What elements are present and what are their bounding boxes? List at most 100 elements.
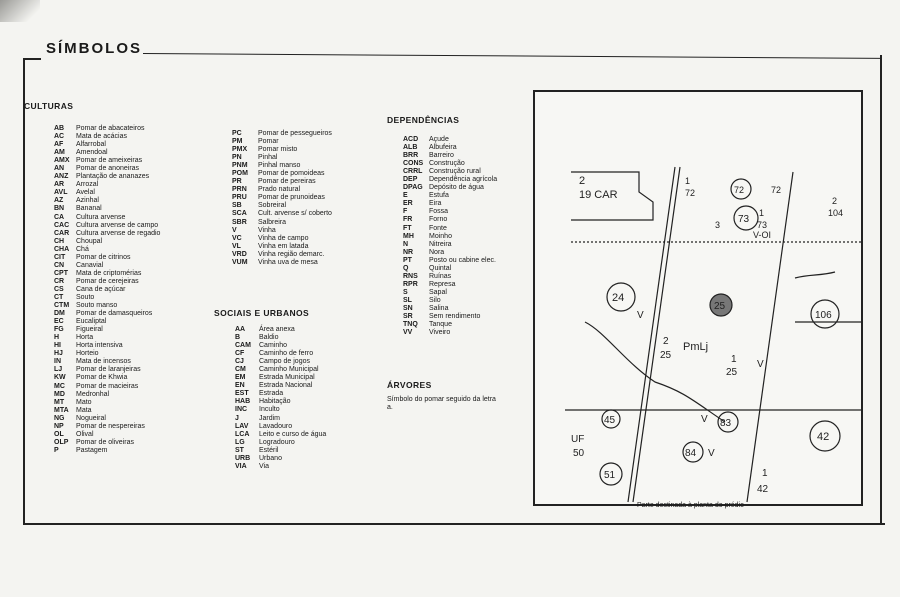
legend-code: LG [235, 438, 245, 446]
legend-code: VRD [232, 250, 247, 258]
legend-desc: Olival [76, 430, 94, 438]
parcel-19car [571, 171, 654, 221]
legend-code: HAB [235, 398, 251, 406]
legend-code: J [235, 414, 239, 422]
legend-desc: Pastagem [76, 446, 108, 454]
parcel-circle-84 [682, 441, 704, 463]
legend-code: CH [54, 237, 65, 245]
legend-desc: Horta [76, 334, 94, 342]
scan-shadow [0, 0, 40, 22]
legend-desc: Pomar de prunoideas [258, 194, 325, 202]
legend-desc: Eira [429, 200, 442, 208]
legend-desc: Sem rendimento [429, 313, 481, 321]
frame-top-left-line [23, 58, 41, 60]
legend-desc: Silo [429, 296, 441, 304]
dependencias-heading: DEPENDÊNCIAS [387, 115, 460, 125]
legend-desc: Pomar de citrinos [76, 253, 131, 261]
legend-code: PNM [232, 162, 248, 170]
legend-code: NR [403, 248, 414, 256]
label-1: 1 [685, 176, 690, 186]
legend-desc: Estrada Nacional [259, 382, 313, 390]
legend-code: EM [235, 374, 246, 382]
legend-desc: Nora [429, 248, 445, 256]
legend-code: PN [232, 154, 242, 162]
legend-code: B [235, 334, 241, 342]
label-73: 73 [757, 220, 767, 230]
legend-desc: Amendoal [76, 149, 108, 157]
legend-desc: Tanque [429, 321, 452, 329]
legend-desc: Pomar de ameixeiras [76, 157, 143, 165]
arvores-note: Símbolo do pomar seguido da letra a. [387, 396, 496, 411]
sociais-heading: SOCIAIS E URBANOS [214, 308, 310, 318]
legend-desc: Choupal [76, 237, 103, 245]
legend-desc: Quintal [429, 264, 452, 272]
label-83: 83 [720, 418, 732, 429]
legend-desc: Habitação [259, 398, 291, 406]
label-1-c: 1 [731, 354, 737, 365]
legend-desc: Vinha uva de mesa [258, 258, 318, 266]
legend-code: VL [232, 242, 241, 250]
label-2-top: 2 [579, 175, 585, 187]
label-v-4: V [708, 448, 715, 459]
arvores-heading: ÁRVORES [387, 380, 432, 390]
legend-code: PM [232, 138, 243, 146]
legend-desc: Área anexa [259, 326, 295, 333]
legend-code: SR [403, 313, 413, 321]
legend-desc: Avelal [76, 189, 95, 197]
frame-top-right-line [142, 53, 882, 59]
legend-desc: Mato [76, 398, 92, 406]
legend-code: PRN [232, 186, 247, 194]
legend-code: POM [232, 170, 248, 178]
legend-code: MD [54, 390, 65, 398]
legend-code: ST [235, 446, 244, 454]
legend-desc: Lavadouro [259, 422, 293, 430]
legend-desc: Dependência agrícola [429, 176, 498, 184]
legend-code: PMX [232, 146, 248, 154]
legend-code: URB [235, 454, 251, 462]
legend-desc: Horta intensiva [76, 342, 123, 350]
legend-desc: Campo de jogos [259, 358, 310, 366]
legend-item: PN Pinhal [232, 154, 332, 162]
legend-desc: Pomar de macieiras [76, 382, 139, 390]
legend-code: LJ [54, 366, 63, 374]
legend-code: P [54, 446, 59, 454]
legend-desc: Bananal [76, 205, 102, 213]
legend-desc: Ruínas [429, 272, 452, 280]
legend-code: EN [235, 382, 245, 390]
parcel-circle-24 [606, 282, 636, 312]
legend-code: SBR [232, 218, 247, 226]
legend-desc: Pomar de laranjeiras [76, 366, 141, 374]
legend-desc: Pinhal [258, 154, 278, 162]
legend-desc: Vinha região demarc. [258, 250, 325, 258]
